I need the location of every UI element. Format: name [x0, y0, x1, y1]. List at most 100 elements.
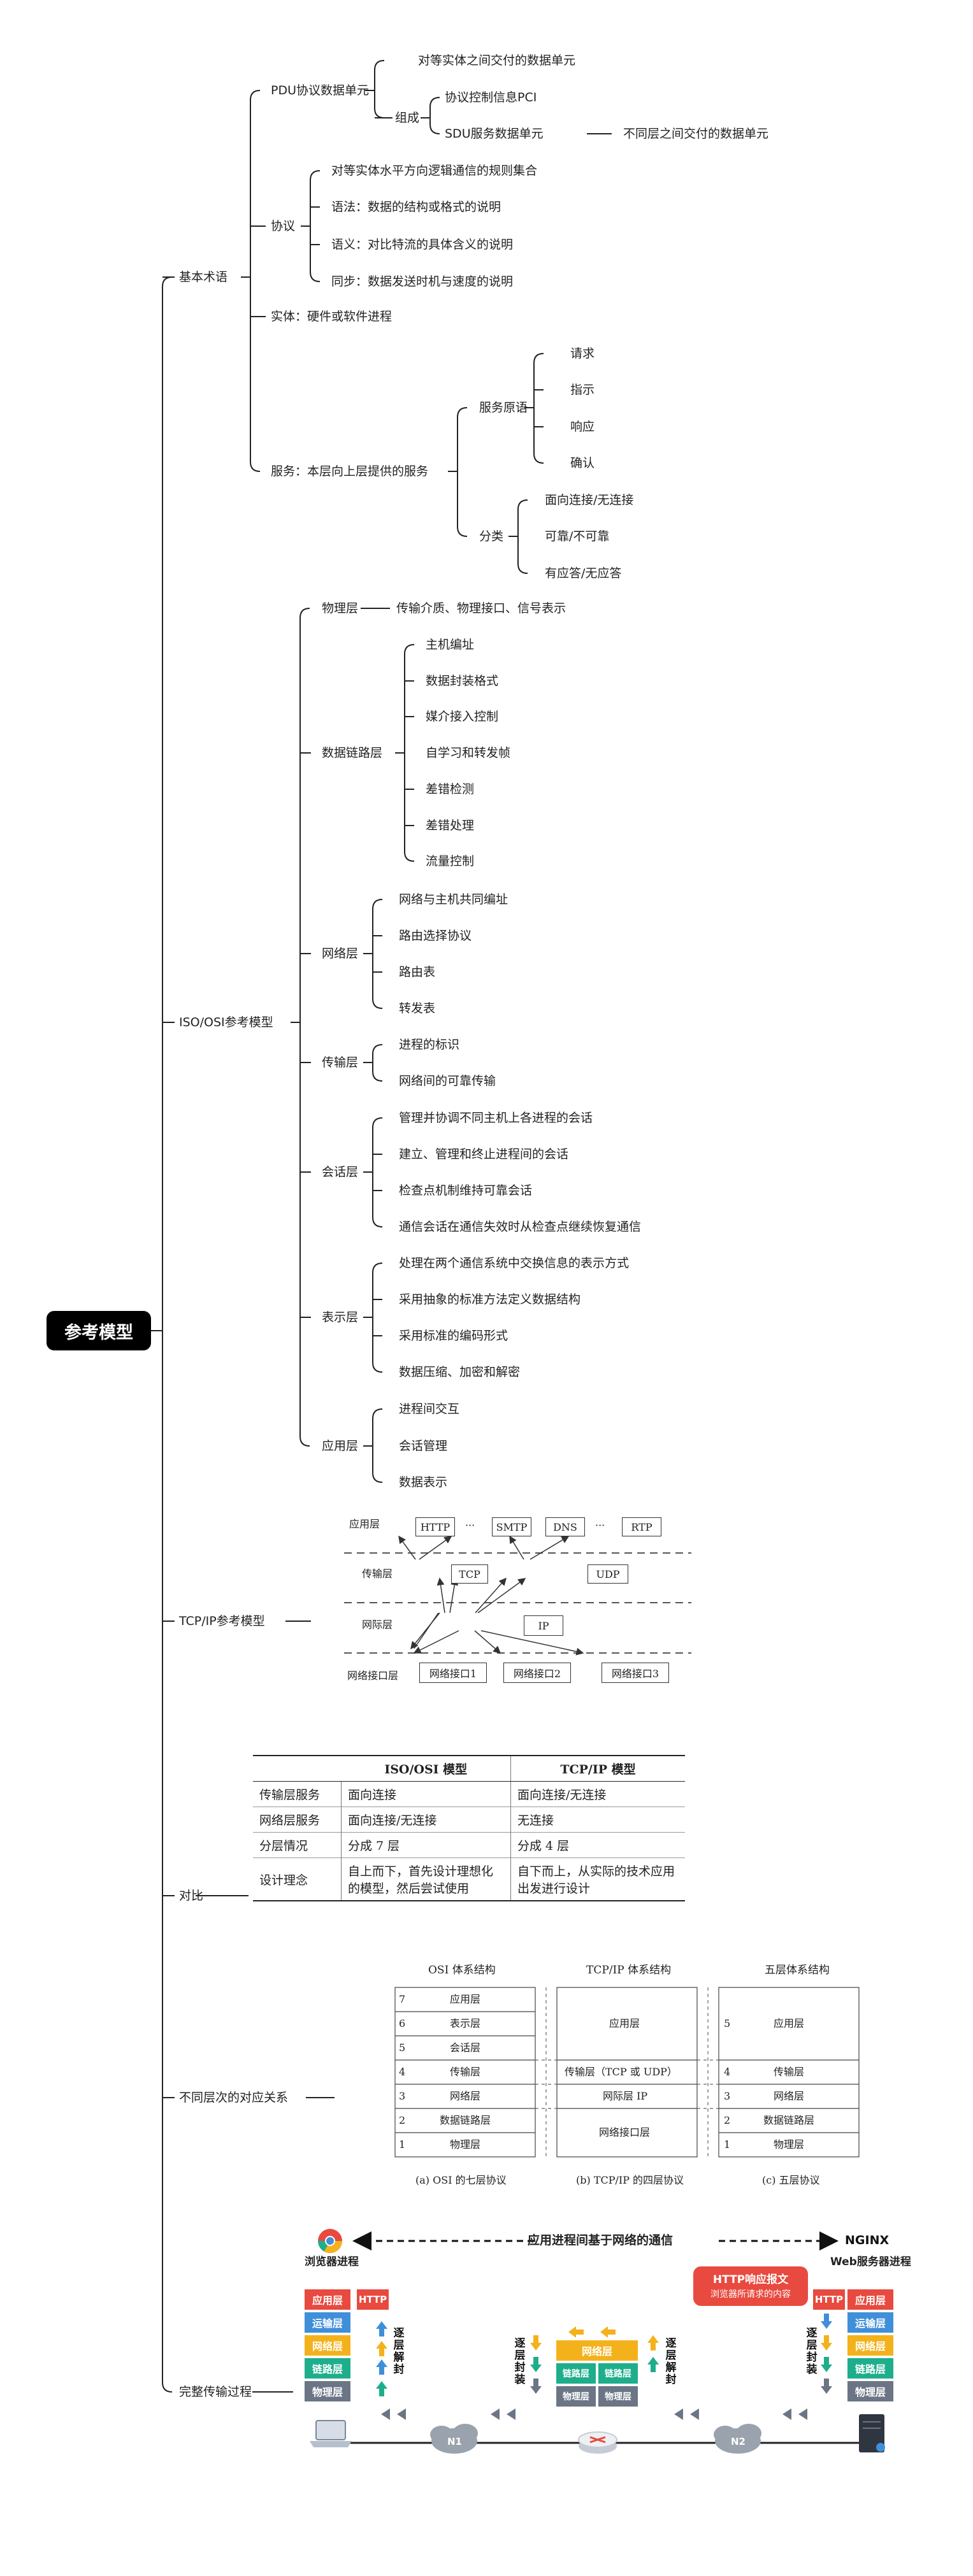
node-datalink-item[interactable]: 流量控制 — [426, 854, 475, 868]
node-datalink-item[interactable]: 自学习和转发帧 — [426, 746, 511, 760]
node-protocol-item[interactable]: 语义：对比特流的具体含义的说明 — [331, 238, 514, 252]
osi-num: 6 — [399, 2017, 406, 2029]
node-primitives[interactable]: 服务原语 — [479, 401, 528, 415]
branch-compare[interactable]: 对比 — [179, 1889, 204, 1903]
tcp-layer: 传输层（TCP 或 UDP） — [565, 2066, 677, 2078]
node-datalink-item[interactable]: 媒介接入控制 — [426, 710, 499, 724]
node-session-item[interactable]: 建立、管理和终止进程间的会话 — [399, 1147, 569, 1161]
node-session[interactable]: 会话层 — [322, 1165, 359, 1179]
node-datalink-item[interactable]: 主机编址 — [426, 638, 475, 652]
five-num: 2 — [724, 2114, 731, 2126]
router-layer-physical: 物理层 — [598, 2386, 638, 2407]
laptop-icon — [310, 2420, 352, 2447]
table-header: TCP/IP 模型 — [510, 1755, 685, 1782]
node-protocol-item[interactable]: 对等实体水平方向逻辑通信的规则集合 — [331, 164, 538, 178]
router-layer-network: 网络层 — [556, 2340, 638, 2361]
table-row: 传输层服务 面向连接 面向连接/无连接 — [253, 1781, 685, 1807]
node-session-item[interactable]: 通信会话在通信失效时从检查点继续恢复通信 — [399, 1220, 642, 1234]
node-type[interactable]: 可靠/不可靠 — [545, 529, 610, 543]
tcpip-figure-lines — [344, 1535, 691, 1656]
node-pdu-compose[interactable]: 组成 — [395, 111, 420, 125]
node-application-item[interactable]: 会话管理 — [399, 1439, 448, 1453]
node-protocol[interactable]: 协议 — [271, 219, 296, 233]
browser-layer-link: 链路层 — [305, 2358, 350, 2379]
cloud-icon-n2 — [714, 2424, 761, 2454]
node-session-item[interactable]: 管理并协调不同主机上各进程的会话 — [399, 1111, 593, 1125]
node-primitive[interactable]: 指示 — [570, 383, 595, 397]
node-datalink-item[interactable]: 差错处理 — [426, 819, 475, 833]
encap-label: 逐层封装 — [806, 2327, 818, 2376]
node-entity[interactable]: 实体：硬件或软件进程 — [271, 310, 393, 324]
branch-process[interactable]: 完整传输过程 — [179, 2385, 252, 2399]
branch-mapping[interactable]: 不同层次的对应关系 — [179, 2091, 289, 2105]
process-figure-art — [310, 2229, 885, 2454]
node-network-item[interactable]: 转发表 — [399, 1001, 436, 1015]
node-pdu[interactable]: PDU协议数据单元 — [271, 83, 369, 97]
osi-num: 3 — [399, 2090, 406, 2102]
node-transport-item[interactable]: 进程的标识 — [399, 1038, 460, 1052]
osi-layer: 数据链路层 — [440, 2114, 491, 2126]
node-datalink-item[interactable]: 差错检测 — [426, 782, 475, 796]
node-session-item[interactable]: 检查点机制维持可靠会话 — [399, 1184, 533, 1198]
node-datalink-item[interactable]: 数据封装格式 — [426, 674, 499, 688]
node-pdu-def[interactable]: 对等实体之间交付的数据单元 — [418, 54, 576, 68]
mapping-caption: (b) TCP/IP 的四层协议 — [576, 2174, 684, 2186]
server-icon — [859, 2414, 885, 2452]
node-presentation-item[interactable]: 数据压缩、加密和解密 — [399, 1365, 521, 1379]
node-primitive[interactable]: 请求 — [570, 347, 595, 361]
node-presentation-item[interactable]: 采用标准的编码形式 — [399, 1329, 508, 1343]
branch-tcpip[interactable]: TCP/IP参考模型 — [179, 1614, 265, 1628]
node-pci[interactable]: 协议控制信息PCI — [445, 90, 537, 104]
node-protocol-item[interactable]: 同步：数据发送时机与速度的说明 — [331, 275, 514, 289]
node-transport-item[interactable]: 网络间的可靠传输 — [399, 1074, 496, 1088]
node-type[interactable]: 面向连接/无连接 — [545, 493, 634, 507]
node-transport[interactable]: 传输层 — [322, 1055, 359, 1070]
response-bubble: HTTP响应报文 浏览器所请求的内容 — [693, 2266, 808, 2306]
node-primitive[interactable]: 确认 — [570, 456, 595, 470]
branch-osi[interactable]: ISO/OSI参考模型 — [179, 1015, 273, 1029]
branch-terms[interactable]: 基本术语 — [179, 270, 228, 284]
osi-layer: 传输层 — [450, 2066, 481, 2078]
table-row: 设计理念 自上而下，首先设计理想化的模型，然后尝试使用 自下而上，从实际的技术应… — [253, 1857, 685, 1901]
node-network[interactable]: 网络层 — [322, 947, 359, 961]
node-network-item[interactable]: 路由选择协议 — [399, 929, 472, 943]
table-cell: 面向连接/无连接 — [510, 1781, 685, 1807]
tcpip-ip-box: IP — [524, 1615, 563, 1636]
five-layer: 数据链路层 — [763, 2114, 815, 2126]
five-num: 3 — [724, 2090, 731, 2102]
browser-layer-app: 应用层 — [305, 2289, 350, 2310]
node-network-item[interactable]: 路由表 — [399, 965, 436, 979]
cloud-icon-n1 — [430, 2424, 478, 2454]
node-physical-desc[interactable]: 传输介质、物理接口、信号表示 — [396, 601, 566, 615]
five-layer: 物理层 — [774, 2138, 805, 2150]
node-application-item[interactable]: 数据表示 — [399, 1475, 448, 1489]
node-sdu-def[interactable]: 不同层之间交付的数据单元 — [623, 127, 769, 141]
osi-layer: 应用层 — [450, 1993, 481, 2005]
node-service[interactable]: 服务：本层向上层提供的服务 — [271, 464, 429, 478]
node-datalink[interactable]: 数据链路层 — [322, 746, 383, 760]
mapping-title: OSI 体系结构 — [428, 1964, 496, 1977]
table-cell: 网络层服务 — [253, 1807, 342, 1833]
node-types[interactable]: 分类 — [479, 529, 504, 543]
five-layer: 应用层 — [774, 2017, 805, 2029]
node-protocol-item[interactable]: 语法：数据的结构或格式的说明 — [331, 200, 501, 214]
node-application[interactable]: 应用层 — [322, 1439, 359, 1453]
tcpip-layer-label: 应用层 — [349, 1518, 380, 1530]
server-layer-transport: 运输层 — [847, 2312, 893, 2333]
table-row: 分层情况 分成 7 层 分成 4 层 — [253, 1832, 685, 1858]
node-type[interactable]: 有应答/无应答 — [545, 566, 622, 580]
table-cell: 无连接 — [510, 1807, 685, 1833]
node-physical[interactable]: 物理层 — [322, 601, 359, 615]
node-primitive[interactable]: 响应 — [570, 420, 595, 434]
tcpip-figure: 应用层 传输层 网际层 网络接口层 HTTP ··· SMTP DNS ··· … — [344, 1503, 691, 1707]
root-node[interactable]: 参考模型 — [47, 1311, 151, 1350]
node-presentation-item[interactable]: 处理在两个通信系统中交换信息的表示方式 — [399, 1256, 630, 1270]
tcpip-layer-label: 网络接口层 — [347, 1670, 399, 1682]
chrome-icon — [317, 2229, 343, 2254]
node-presentation[interactable]: 表示层 — [322, 1310, 359, 1324]
node-application-item[interactable]: 进程间交互 — [399, 1402, 460, 1416]
node-sdu[interactable]: SDU服务数据单元 — [445, 127, 544, 141]
osi-num: 4 — [399, 2066, 406, 2078]
node-network-item[interactable]: 网络与主机共同编址 — [399, 892, 508, 906]
node-presentation-item[interactable]: 采用抽象的标准方法定义数据结构 — [399, 1292, 581, 1306]
